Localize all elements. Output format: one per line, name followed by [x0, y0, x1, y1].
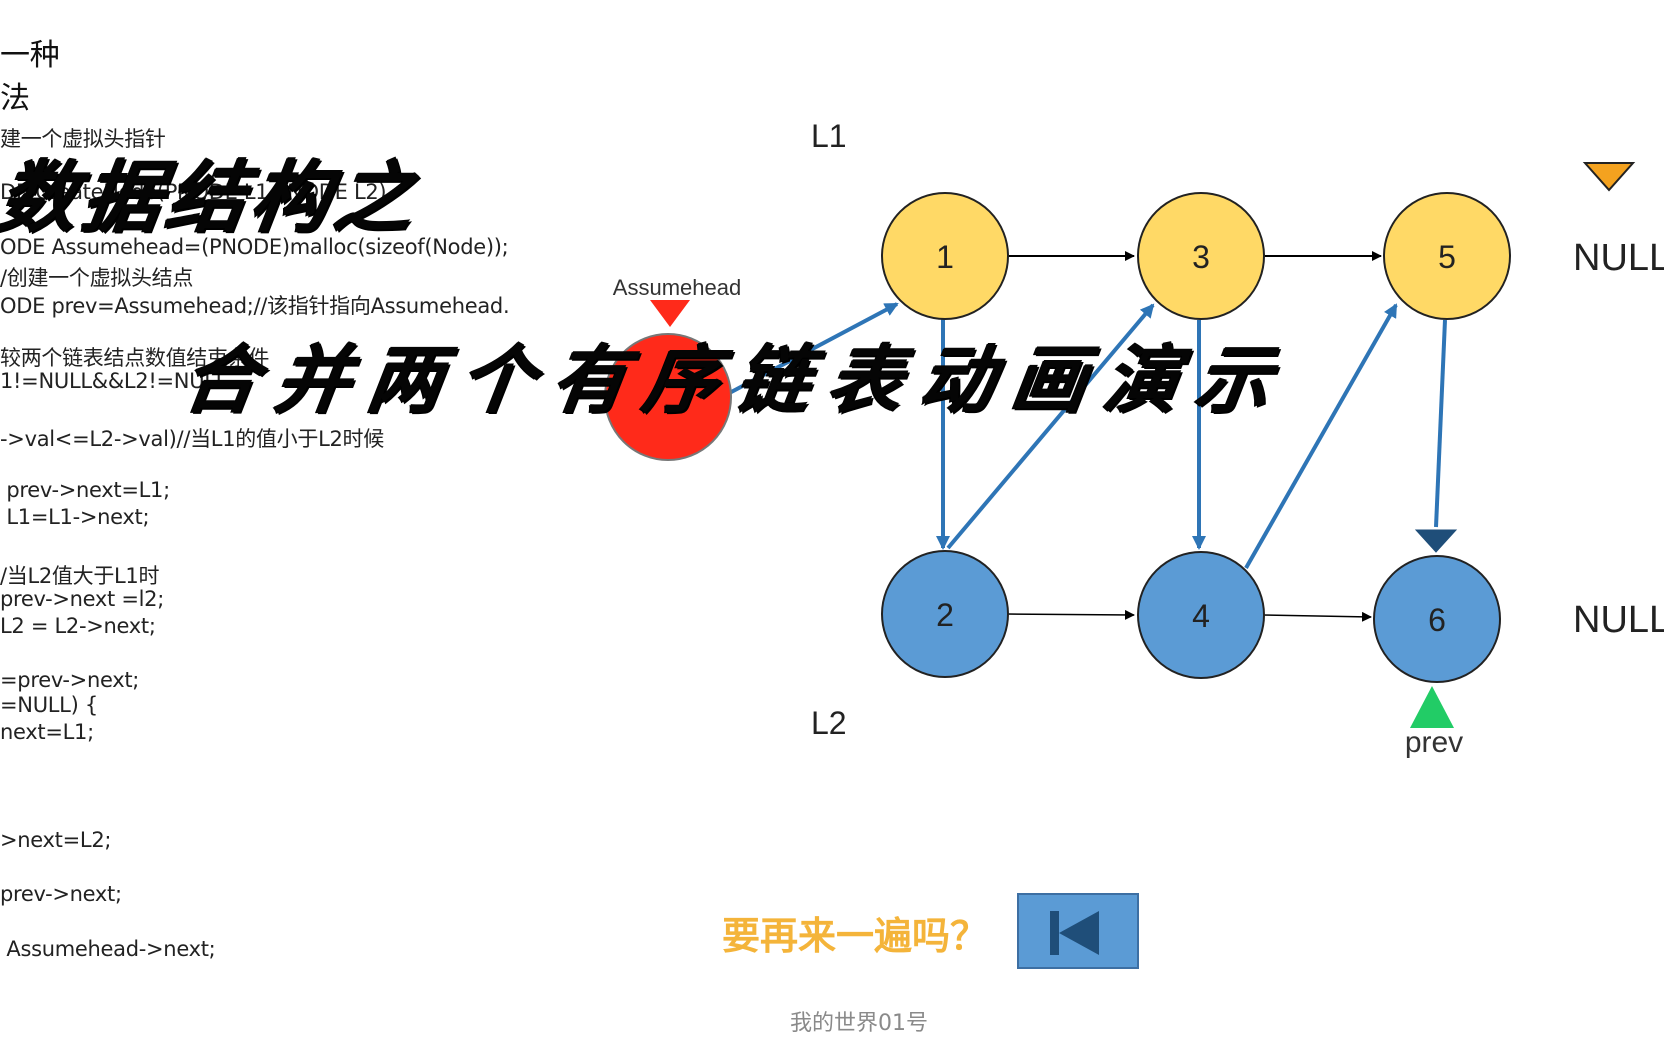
node-5-value: 5 — [1438, 239, 1456, 275]
code-line: ODE Assumehead=(PNODE)malloc(sizeof(Node… — [0, 235, 509, 259]
code-line: =prev->next; — [0, 668, 140, 692]
code-line: next=L1; — [0, 720, 94, 744]
node-1-value: 1 — [936, 239, 954, 275]
node-5 — [1383, 192, 1511, 320]
node-2 — [881, 550, 1009, 678]
node-4 — [1137, 551, 1265, 679]
merge-arrow-2-to-3 — [946, 303, 1155, 550]
code-listing: 一种法建一个虚拟头指针 DE CreateNode(PNODE L1,PNODE … — [0, 30, 560, 1020]
null-pointer-marker — [1582, 162, 1636, 192]
node-2-value: 2 — [936, 597, 954, 633]
null-label-bottom: NULL — [1573, 599, 1664, 641]
code-line: =NULL) { — [0, 693, 98, 717]
title-line-2: 合并两个有序链表动画演示 — [178, 337, 1295, 423]
replay-question: 要再来一遍吗？ — [722, 914, 989, 958]
prev-label: prev — [1405, 726, 1463, 759]
node-6 — [1373, 555, 1501, 683]
code-line: prev->next=L1; — [0, 478, 170, 502]
code-line: prev->next =l2; — [0, 587, 165, 611]
arrow-2-to-4 — [1006, 609, 1135, 620]
node-1 — [881, 192, 1009, 320]
arrow-4-to-6 — [1262, 611, 1372, 622]
node-3 — [1137, 192, 1265, 320]
prev-pointer-marker — [1410, 686, 1454, 728]
code-line: 建一个虚拟头指针 — [0, 127, 166, 151]
code-line: 1!=NULL&&L2!=NULL — [0, 369, 228, 393]
node-4-value: 4 — [1192, 598, 1210, 634]
merge-arrow-5-to-6 — [1434, 319, 1447, 528]
code-line: >next=L2; — [0, 828, 112, 852]
code-line: 一种 — [0, 38, 60, 73]
list-label-l2: L2 — [811, 705, 847, 741]
title-line-1: 数据结构之 — [0, 152, 426, 243]
replay-button[interactable] — [1017, 893, 1139, 969]
prev-target-marker — [1414, 529, 1458, 553]
merge-arrow-4-to-5 — [1244, 303, 1398, 569]
code-line: ->val<=L2->val)//当L1的值小于L2时候 — [0, 427, 384, 451]
assumehead-label: Assumehead — [613, 275, 741, 300]
code-line: 较两个链表结点数值结束条件 — [0, 346, 270, 370]
code-line: DE CreateNode(PNODE L1,PNODE L2) — [0, 180, 387, 204]
code-line: Assumehead->next; — [0, 937, 216, 961]
code-line: 法 — [0, 81, 30, 116]
watermark: 我的世界01号 — [790, 1011, 928, 1036]
node-6-value: 6 — [1428, 602, 1446, 638]
null-label-top: NULL — [1573, 237, 1664, 279]
skip-back-icon — [1050, 911, 1059, 955]
merge-arrow-head-to-1 — [719, 302, 899, 400]
code-line: L1=L1->next; — [0, 505, 150, 529]
assumehead-node — [604, 333, 732, 461]
list-label-l1: L1 — [811, 118, 847, 154]
code-line: L2 = L2->next; — [0, 614, 156, 638]
code-line: ODE prev=Assumehead;//该指针指向Assumehead. — [0, 294, 510, 318]
assumehead-marker — [650, 300, 690, 327]
code-line: prev->next; — [0, 882, 122, 906]
code-line: /创建一个虚拟头结点 — [0, 266, 194, 290]
node-3-value: 3 — [1192, 239, 1210, 275]
code-line: /当L2值大于L1时 — [0, 564, 160, 588]
